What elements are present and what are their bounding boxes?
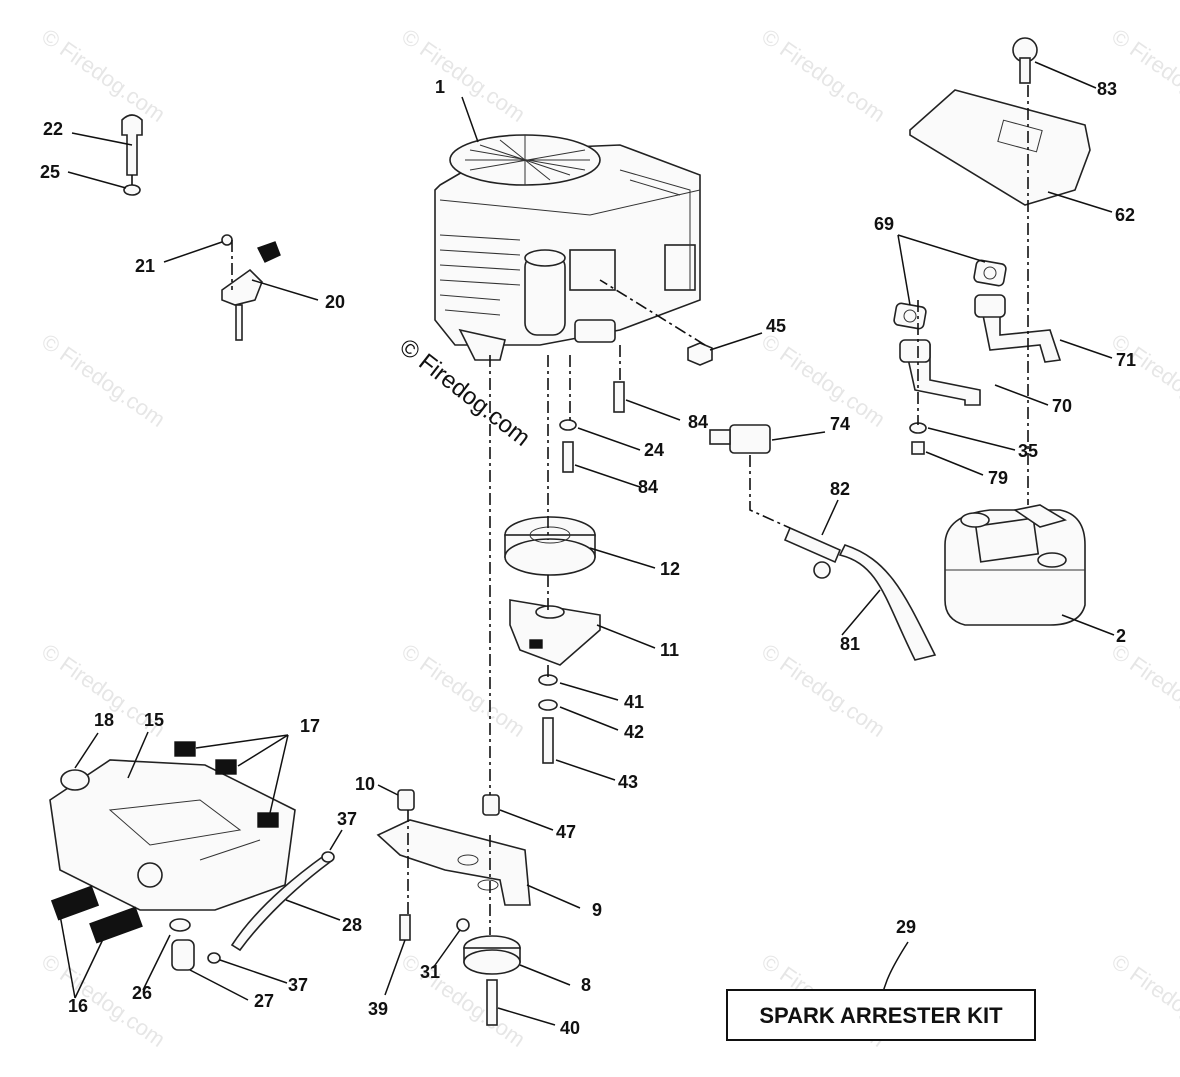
callout: 42: [624, 722, 644, 742]
callout: 82: [830, 479, 850, 499]
callout: 21: [135, 256, 155, 276]
bolt-43: [542, 717, 554, 764]
callout: 20: [325, 292, 345, 312]
pad-17: [174, 741, 196, 757]
muffler: [944, 504, 1086, 626]
clamp-37: [321, 851, 335, 863]
callout: 41: [624, 692, 644, 712]
callout: 45: [766, 316, 786, 336]
washer-42: [538, 699, 558, 711]
throttle-control: [221, 241, 281, 341]
air-cleaner-base: [49, 759, 296, 911]
callout: 37: [337, 809, 357, 829]
callout: 37: [288, 975, 308, 995]
washer-26: [169, 918, 191, 932]
callout: 2: [1116, 626, 1126, 646]
watermark: © Firedog.com: [397, 24, 530, 127]
heat-shield: [909, 89, 1091, 206]
washer-25: [123, 184, 141, 196]
fuel-line: [838, 544, 937, 661]
callout: 16: [68, 996, 88, 1016]
nut-45: [687, 342, 713, 366]
engine: [434, 134, 701, 361]
center-watermark: © Firedog.com: [394, 333, 535, 451]
callout: 18: [94, 710, 114, 730]
callout: 81: [840, 634, 860, 654]
explosion-lines: [131, 85, 1029, 935]
callout: 29: [896, 917, 916, 937]
callout: 71: [1116, 350, 1136, 370]
watermark: © Firedog.com: [757, 329, 890, 432]
callout: 11: [660, 640, 679, 660]
pad-16: [50, 885, 100, 921]
callout: 8: [581, 975, 591, 995]
watermark: © Firedog.com: [1107, 329, 1180, 432]
callout: 22: [43, 119, 63, 139]
washer-24: [559, 419, 577, 431]
callout: 12: [660, 559, 680, 579]
watermark: © Firedog.com: [1107, 639, 1180, 742]
callout: 10: [355, 774, 375, 794]
watermark: © Firedog.com: [757, 24, 890, 127]
pulley-12: [504, 516, 596, 576]
callout: 25: [40, 162, 60, 182]
watermark: © Firedog.com: [397, 639, 530, 742]
bolt-40: [486, 979, 498, 1026]
watermark: © Firedog.com: [1107, 24, 1180, 127]
bolt-83: [1012, 37, 1038, 84]
pad-16: [89, 906, 143, 944]
callout: 39: [368, 999, 388, 1019]
callout: 31: [420, 962, 440, 982]
callout: 35: [1018, 441, 1038, 461]
nut-31: [456, 918, 470, 932]
callout: 74: [830, 414, 850, 434]
fuel-filter: [783, 526, 842, 579]
spacer-47: [482, 794, 500, 816]
callout: 79: [988, 468, 1008, 488]
gasket: [899, 339, 931, 363]
fuel-fitting: [709, 424, 771, 454]
watermark: © Firedog.com: [1107, 949, 1180, 1052]
bolt-84: [562, 441, 574, 473]
bolt-39: [399, 914, 411, 941]
knob-21: [221, 234, 233, 246]
callout: 47: [556, 822, 576, 842]
callout: 40: [560, 1018, 580, 1038]
clamp-37: [207, 952, 221, 964]
watermark: © Firedog.com: [37, 329, 170, 432]
callout: 62: [1115, 205, 1135, 225]
watermark: © Firedog.com: [757, 639, 890, 742]
callout: 69: [874, 214, 894, 234]
spark-arrester-kit-box: SPARK ARRESTER KIT: [726, 989, 1036, 1041]
bracket: [376, 819, 531, 906]
callout: 17: [300, 716, 320, 736]
bolt-79: [911, 441, 925, 455]
callout: 84: [688, 412, 708, 432]
callout: 1: [435, 77, 445, 97]
callout: 15: [144, 710, 164, 730]
leader-lines: [59, 61, 1115, 1026]
knob-18: [60, 769, 90, 791]
callout: 27: [254, 991, 274, 1011]
pad-17: [215, 759, 237, 775]
callout: 84: [638, 477, 658, 497]
idler-pulley: [463, 935, 521, 975]
callout-numbers: 1 22 25 21 20 45 84 24 84 74 82 81 12 11…: [40, 77, 1136, 1038]
callout: 28: [342, 915, 362, 935]
gasket: [974, 294, 1006, 318]
kit-label: SPARK ARRESTER KIT: [759, 1003, 1003, 1028]
callout: 83: [1097, 79, 1117, 99]
spacer-10: [397, 789, 415, 811]
pad-17: [257, 812, 279, 828]
callout: 9: [592, 900, 602, 920]
fitting-27: [171, 939, 195, 971]
callout: 70: [1052, 396, 1072, 416]
watermark: © Firedog.com: [37, 24, 170, 127]
electric-clutch: [509, 599, 601, 666]
callout: 26: [132, 983, 152, 1003]
callout: 43: [618, 772, 638, 792]
callout: 24: [644, 440, 664, 460]
bolt-84: [613, 381, 625, 413]
